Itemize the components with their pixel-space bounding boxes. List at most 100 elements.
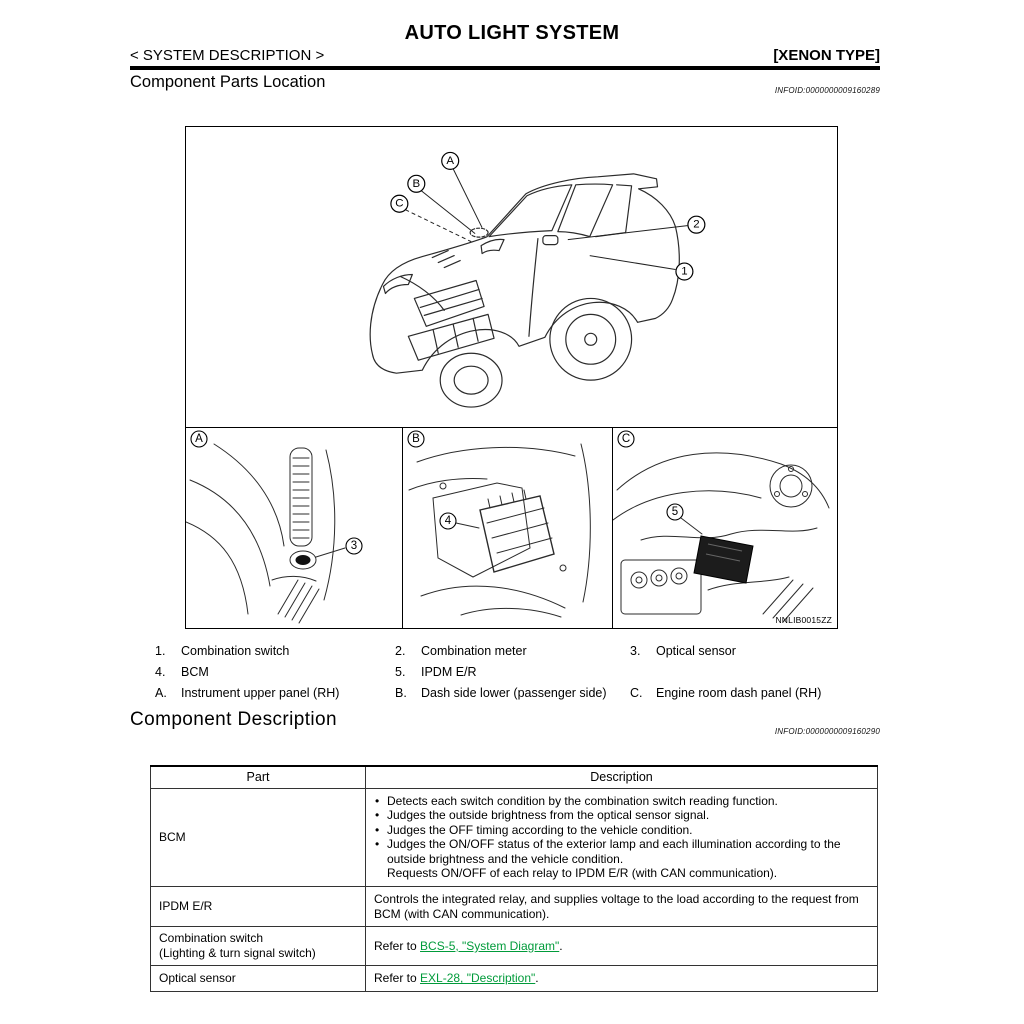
callout-c-icon: C — [390, 194, 409, 213]
panel-b-sketch — [408, 443, 591, 618]
svg-text:2: 2 — [693, 219, 699, 231]
panel-engine-room: C 5 — [612, 428, 837, 628]
panel-c-sketch — [612, 452, 830, 623]
description-ipdm: Controls the integrated relay, and suppl… — [365, 886, 878, 928]
section-description-label: < SYSTEM DESCRIPTION > — [130, 47, 325, 64]
legend: 1. Combination switch 2. Combination met… — [155, 644, 867, 700]
part-name-ipdm: IPDM E/R — [150, 886, 366, 928]
subheader: < SYSTEM DESCRIPTION > [XENON TYPE] — [130, 47, 880, 64]
part-name-optical-sensor: Optical sensor — [150, 965, 366, 992]
detail-panels: A 3 — [185, 427, 837, 628]
panel-dash-side-lower: B 4 — [402, 428, 612, 628]
table-row-combination-switch: Combination switch (Lighting & turn sign… — [150, 926, 878, 967]
legend-text: Dash side lower (passenger side) — [421, 686, 607, 700]
legend-item-4: 4. BCM — [155, 665, 395, 679]
legend-key: B. — [395, 686, 407, 700]
legend-key: 2. — [395, 644, 406, 658]
callout-5-icon: 5 — [666, 503, 684, 521]
figure-code: NNLIB0015ZZ — [775, 615, 832, 625]
component-description-table: Part Description BCM Detects each switch… — [150, 765, 878, 992]
panel-instrument-upper: A 3 — [185, 428, 402, 628]
link-exl-28-description[interactable]: EXL-28, "Description" — [420, 971, 536, 986]
panel-b-label-icon: B — [407, 430, 425, 448]
infoid-component-description: INFOID:0000000009160290 — [774, 727, 880, 736]
refer-to-text: Refer to — [374, 938, 421, 953]
description-bcm: Detects each switch condition by the com… — [365, 787, 878, 888]
callout-4-icon: 4 — [439, 512, 457, 530]
table-row-ipdm: IPDM E/R Controls the integrated relay, … — [150, 886, 878, 928]
refer-to-text: Refer to — [374, 971, 421, 986]
svg-text:B: B — [412, 178, 420, 190]
svg-text:3: 3 — [351, 540, 357, 552]
bcm-bullet-4: Judges the ON/OFF status of the exterior… — [374, 837, 869, 866]
parts-location-heading: Component Parts Location — [130, 73, 326, 91]
svg-text:1: 1 — [681, 266, 687, 278]
legend-key: 4. — [155, 665, 166, 679]
table-row-bcm: BCM Detects each switch condition by the… — [150, 787, 878, 888]
legend-key: 5. — [395, 665, 406, 679]
ipdm-fins — [705, 543, 743, 562]
period-text: . — [559, 938, 563, 953]
column-header-description: Description — [365, 765, 878, 789]
legend-item-c: C. Engine room dash panel (RH) — [630, 686, 867, 700]
bcm-bullet-2: Judges the outside brightness from the o… — [374, 808, 869, 823]
legend-text: Optical sensor — [656, 644, 736, 658]
panel-a-label-icon: A — [190, 430, 208, 448]
panel-c-label-icon: C — [617, 430, 635, 448]
svg-text:C: C — [395, 198, 403, 210]
legend-key: C. — [630, 686, 643, 700]
legend-text: Combination meter — [421, 644, 527, 658]
legend-key: A. — [155, 686, 167, 700]
callout-3-icon: 3 — [345, 537, 363, 555]
legend-item-5: 5. IPDM E/R — [395, 665, 630, 679]
legend-text: Combination switch — [181, 644, 290, 658]
period-text: . — [535, 971, 539, 986]
svg-text:A: A — [446, 155, 454, 167]
legend-key: 1. — [155, 644, 166, 658]
legend-text: BCM — [181, 665, 209, 679]
page-title: AUTO LIGHT SYSTEM — [404, 22, 620, 44]
xenon-type-label: [XENON TYPE] — [773, 47, 880, 64]
panel-a-sketch — [185, 443, 346, 624]
svg-text:4: 4 — [445, 515, 452, 527]
optical-sensor-shape — [295, 555, 311, 565]
description-combination-switch: Refer to BCS-5, "System Diagram". — [365, 926, 878, 967]
part-name-bcm: BCM — [150, 787, 366, 888]
vehicle-overview: A B C 2 1 — [186, 127, 837, 427]
car-outline — [369, 173, 680, 408]
bcm-note: Requests ON/OFF of each relay to IPDM E/… — [387, 866, 778, 881]
legend-item-3: 3. Optical sensor — [630, 644, 867, 658]
link-bcs-5-system-diagram[interactable]: BCS-5, "System Diagram" — [420, 938, 560, 953]
panel-c-diagram: C 5 — [612, 430, 830, 623]
vehicle-diagram: A B C 2 1 — [369, 151, 706, 408]
legend-item-1: 1. Combination switch — [155, 644, 395, 658]
callout-1-icon: 1 — [675, 262, 694, 281]
description-optical-sensor: Refer to EXL-28, "Description". — [365, 965, 878, 992]
component-location-figure: A B C 2 1 — [185, 126, 838, 629]
combination-switch-line2: (Lighting & turn signal switch) — [159, 946, 316, 961]
panel-b-diagram: B 4 — [407, 430, 591, 618]
ipdm-unit-shape — [693, 535, 754, 584]
svg-text:C: C — [622, 433, 630, 445]
table-row-optical-sensor: Optical sensor Refer to EXL-28, "Descrip… — [150, 965, 878, 992]
bcm-bullet-3: Judges the OFF timing according to the v… — [374, 823, 869, 838]
legend-key: 3. — [630, 644, 641, 658]
bcm-bullet-1: Detects each switch condition by the com… — [374, 794, 869, 809]
svg-text:B: B — [412, 433, 420, 445]
legend-text: IPDM E/R — [421, 665, 477, 679]
legend-item-b: B. Dash side lower (passenger side) — [395, 686, 630, 700]
legend-spacer — [630, 665, 867, 679]
callout-a-icon: A — [441, 151, 460, 170]
legend-text: Engine room dash panel (RH) — [656, 686, 822, 700]
legend-text: Instrument upper panel (RH) — [181, 686, 340, 700]
svg-text:5: 5 — [672, 506, 678, 518]
svg-text:A: A — [195, 433, 203, 445]
legend-item-a: A. Instrument upper panel (RH) — [155, 686, 395, 700]
header-rule — [130, 66, 880, 70]
panel-a-diagram: A 3 — [185, 430, 363, 624]
component-description-heading: Component Description — [130, 709, 337, 730]
legend-item-2: 2. Combination meter — [395, 644, 630, 658]
part-name-combination-switch: Combination switch (Lighting & turn sign… — [150, 926, 366, 967]
column-header-part: Part — [150, 765, 366, 789]
